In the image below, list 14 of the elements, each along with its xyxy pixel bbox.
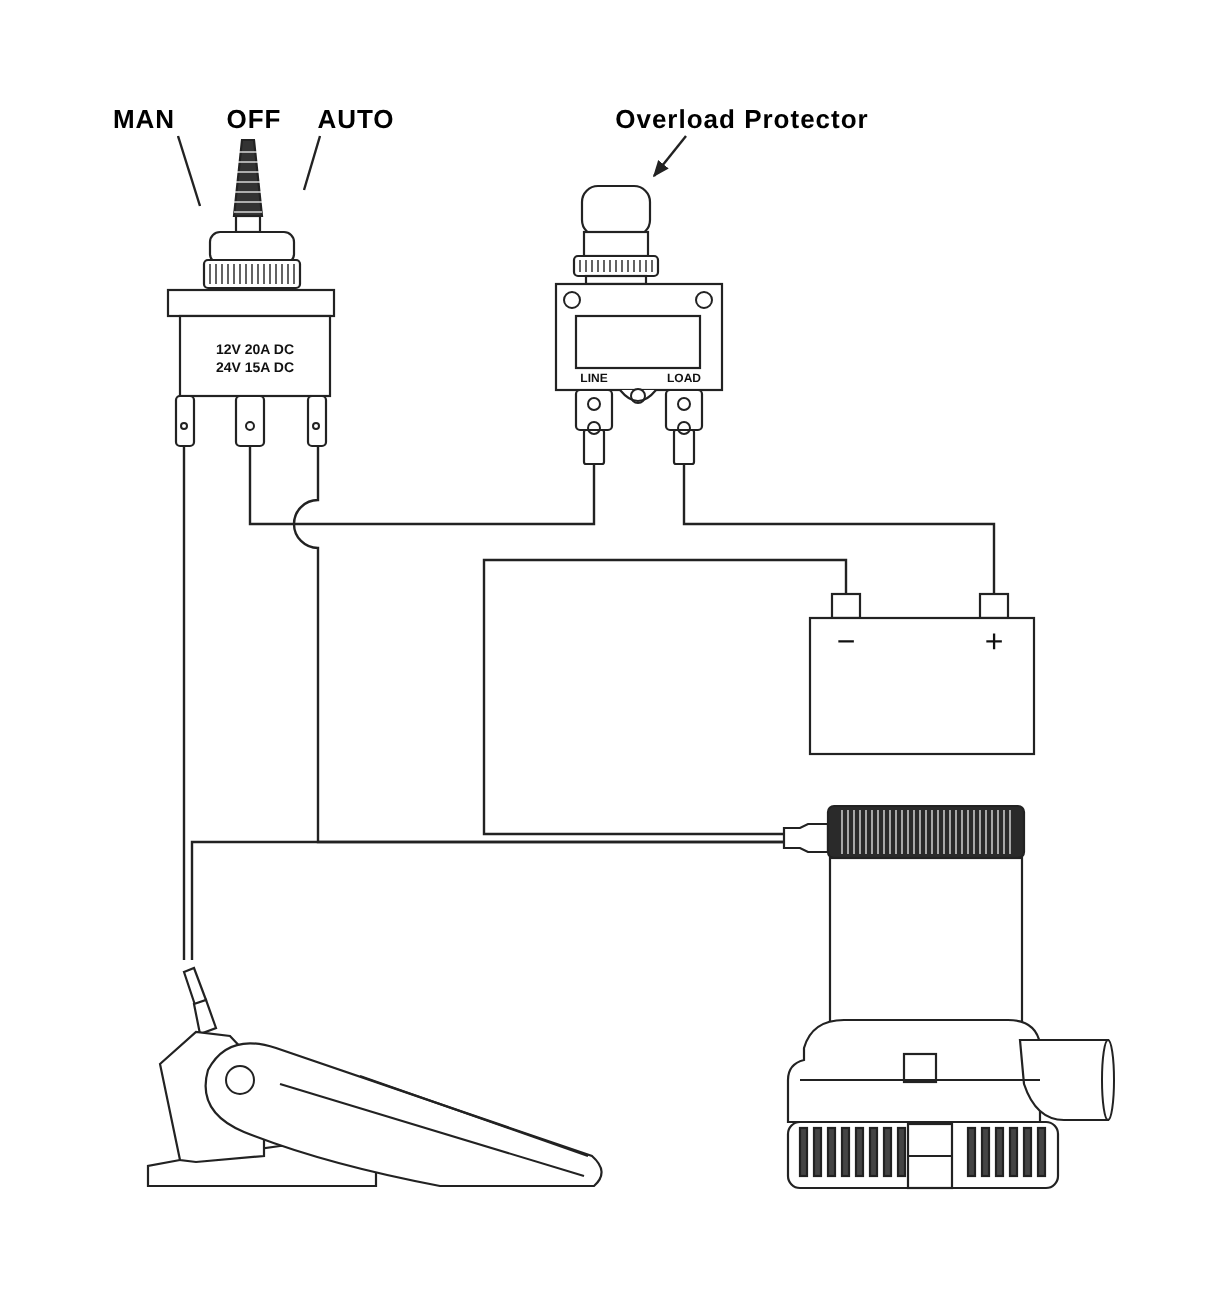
wire <box>482 558 848 836</box>
wire <box>292 446 784 844</box>
wire <box>182 446 186 960</box>
callout-label: OFF <box>224 104 284 136</box>
leader-line <box>302 135 322 191</box>
callout-label: MAN <box>104 104 184 136</box>
wire <box>682 464 996 594</box>
polarity-sign: + <box>982 628 1006 660</box>
leader-line <box>652 135 687 178</box>
callout-label: Overload Protector <box>592 104 892 136</box>
callout-label: AUTO <box>292 104 420 136</box>
polarity-sign: − <box>834 628 858 660</box>
wire <box>248 446 596 526</box>
leader-line <box>176 135 202 207</box>
